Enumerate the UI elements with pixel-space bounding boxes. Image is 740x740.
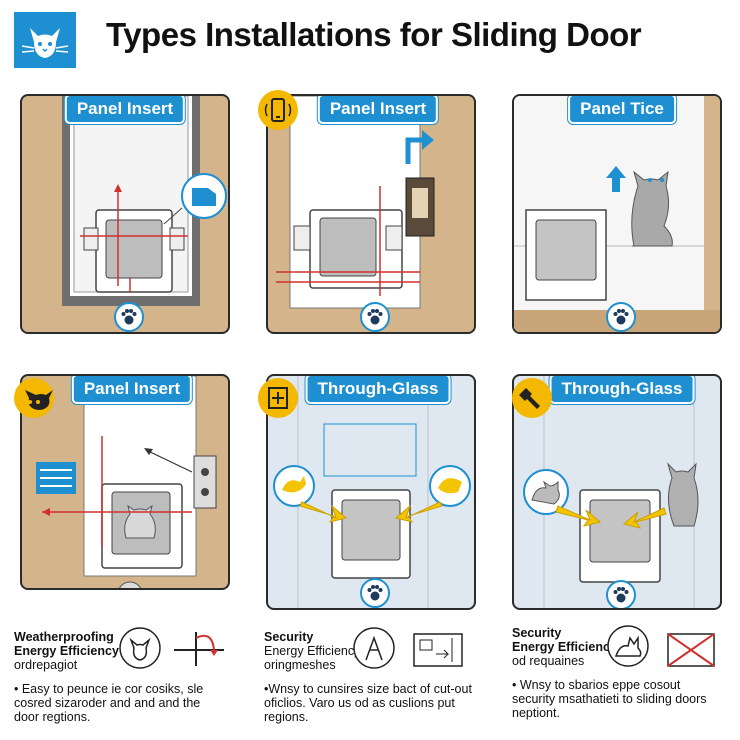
cat-door-icon [606, 624, 650, 673]
caption-3-desc: • Wnsy to sbarios eppe cosout security m… [512, 678, 707, 720]
phone-icon [258, 90, 298, 130]
no-entry-icon [666, 632, 716, 673]
caption-3: Security Energy Efficiency od requaines [512, 626, 617, 668]
add-box-icon [258, 378, 298, 418]
cat-face-icon [14, 378, 54, 418]
panel-5: Through-Glass [266, 374, 476, 610]
tool-icon [512, 378, 552, 418]
panel-3: Panel Tice [512, 94, 722, 334]
caption-1-line2: Energy Efficiency [14, 644, 119, 658]
caption-1-desc: • Easy to peunce ie cor cosiks, sle cosr… [14, 682, 204, 724]
paw-icon [360, 578, 390, 608]
panel-4-label: Panel Insert [71, 376, 193, 404]
caption-3-line1: Security [512, 626, 562, 640]
paw-icon [606, 302, 636, 332]
panel-6-label: Through-Glass [549, 376, 695, 404]
caption-2-line3: oringmeshes [264, 658, 336, 672]
panel-2: Panel Insert [266, 94, 476, 334]
caption-3-line3: od requaines [512, 654, 585, 668]
measure-icon [352, 626, 396, 675]
panel-2-label: Panel Insert [317, 96, 439, 124]
page-title: Types Installations for Sliding Door [106, 16, 642, 53]
panel-6-illustration [523, 376, 699, 608]
panel-3-label: Panel Tice [568, 96, 676, 124]
caption-2-line1: Security [264, 630, 314, 644]
door-track-icon [172, 628, 226, 673]
panel-6: Through-Glass [512, 374, 722, 610]
panel-4-illustration [36, 376, 217, 588]
paw-icon [114, 302, 144, 332]
paw-icon [606, 580, 636, 608]
caption-1-line3: ordrepagiot [14, 658, 78, 672]
panel-5-illustration [273, 376, 471, 608]
panel-1-label: Panel Insert [64, 96, 186, 124]
caption-1-line1: Weatherproofing [14, 630, 114, 644]
panel-5-label: Through-Glass [305, 376, 451, 404]
caption-2: Security Energy Efficiency oringmeshes [264, 630, 360, 672]
cat-outline-icon [118, 626, 162, 675]
caption-3-line2: Energy Efficiency [512, 640, 617, 654]
paw-icon [360, 302, 390, 332]
panel-2-illustration [276, 96, 435, 309]
panel-3-illustration [514, 96, 720, 332]
caption-2-desc: •Wnsy to cunsires size bact of cut-out o… [264, 682, 472, 724]
caption-1: Weatherproofing Energy Efficiency ordrep… [14, 630, 119, 672]
panel-1: Panel Insert [20, 94, 230, 334]
caption-2-line2: Energy Efficiency [264, 644, 361, 658]
panel-1-illustration [62, 96, 227, 306]
cutout-icon [412, 632, 464, 673]
panel-4: Panel Insert [20, 374, 230, 590]
cat-logo-icon [14, 12, 76, 68]
